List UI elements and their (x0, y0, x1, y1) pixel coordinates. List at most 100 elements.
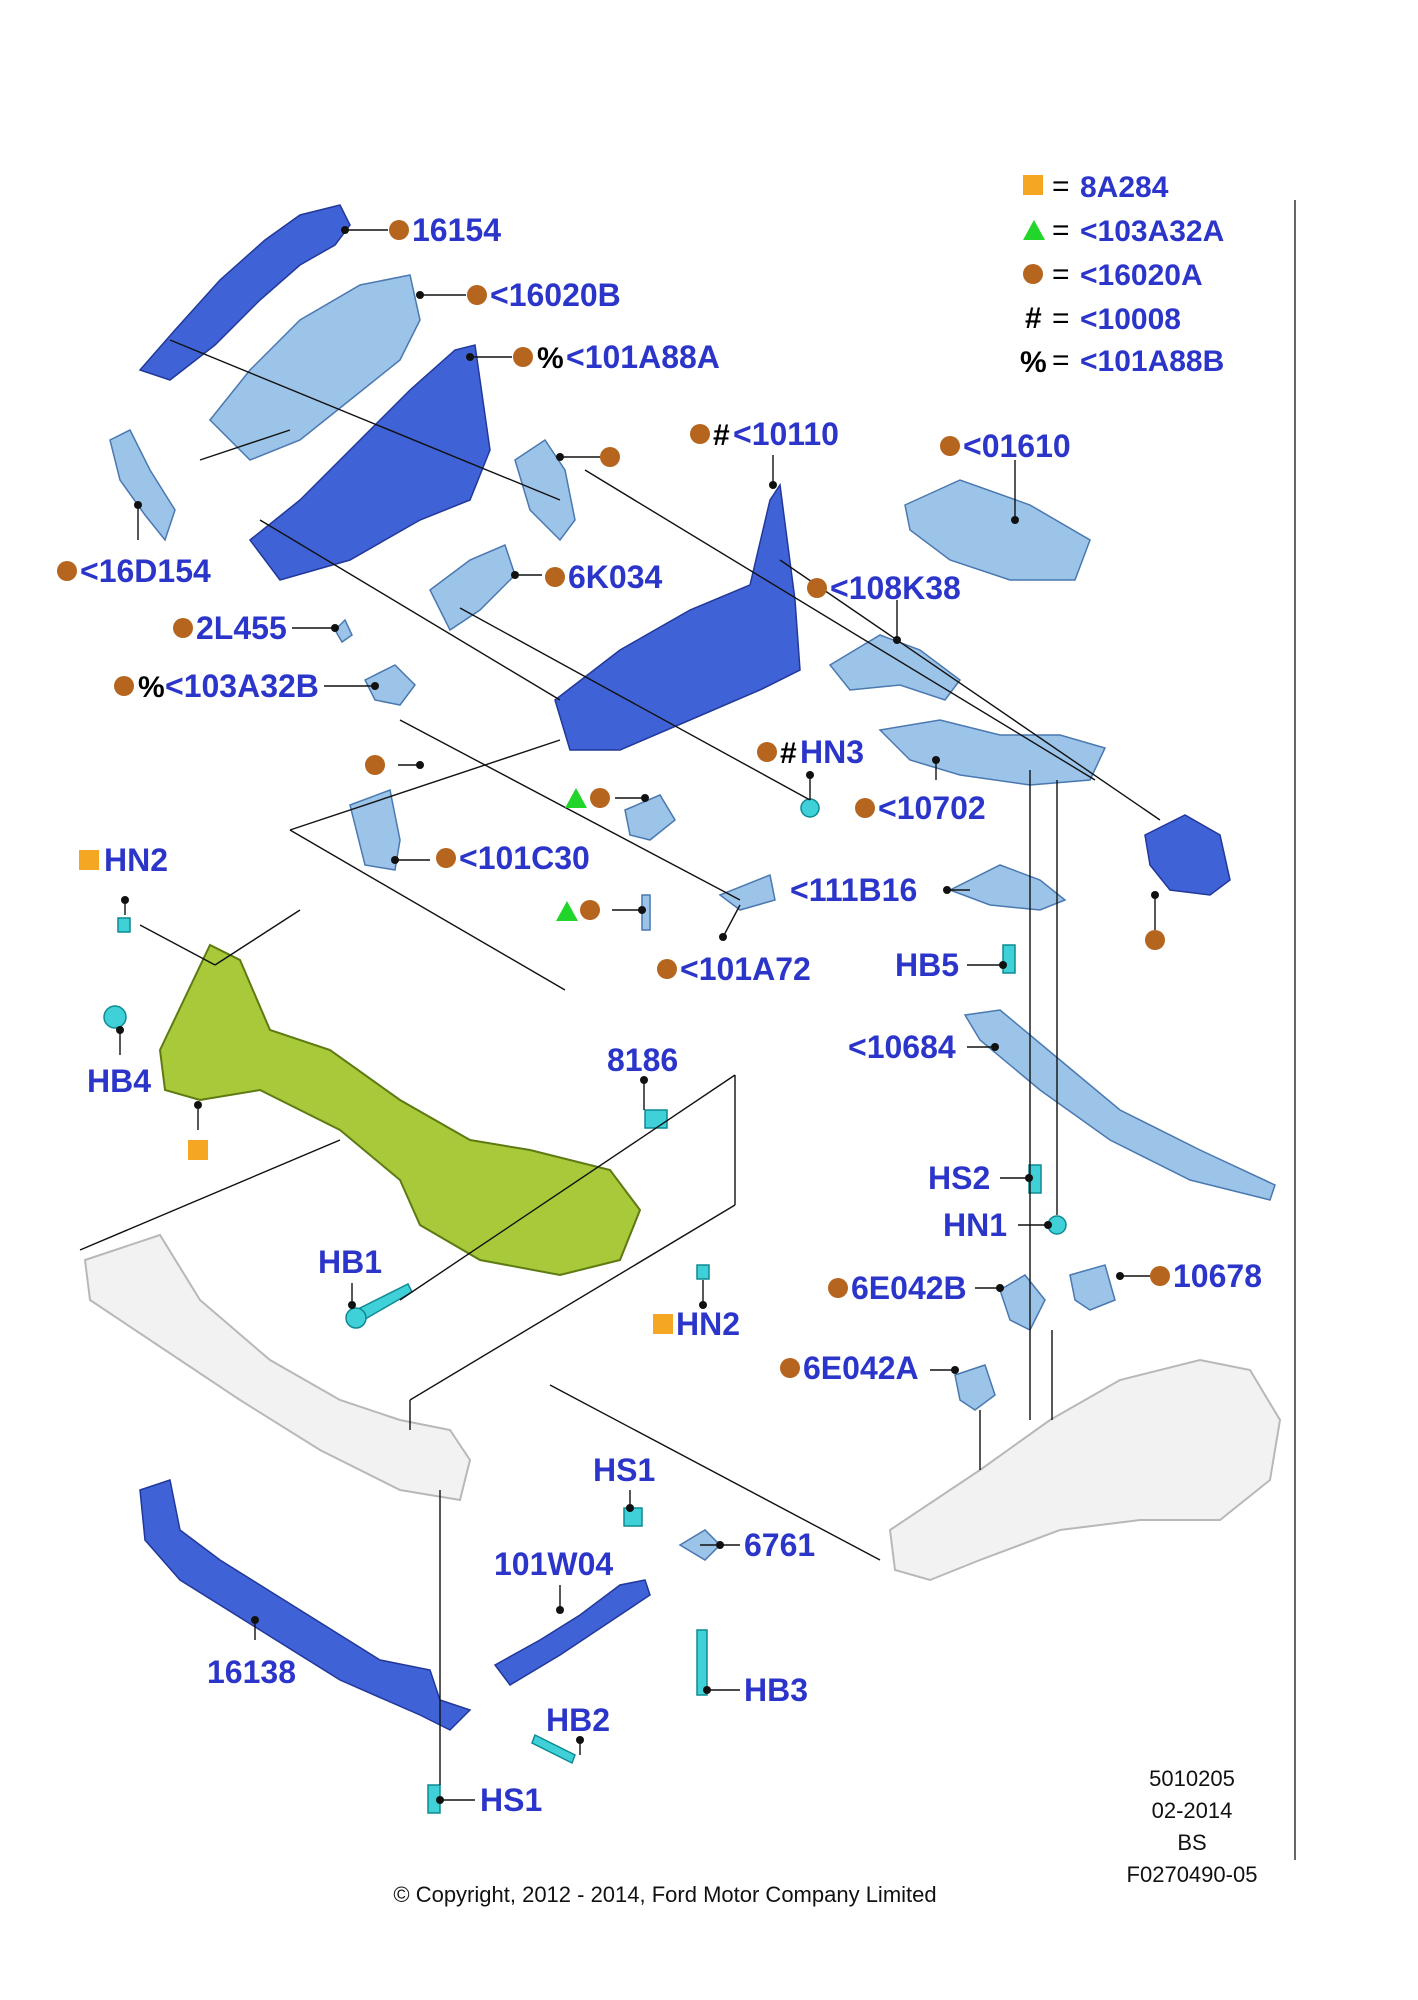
part-10678 (1069, 1264, 1116, 1311)
label-16020B: <16020B (490, 277, 621, 313)
legend-text-101A88B: <101A88B (1080, 345, 1224, 378)
label-HB3: HB3 (744, 1672, 808, 1708)
marker-circle-10678 (1150, 1266, 1170, 1286)
label-10110: <10110 (733, 416, 839, 452)
leader-lines (79, 229, 1161, 1801)
label-101A72: <101A72 (680, 951, 811, 987)
label-103A32B: <103A32B (165, 668, 319, 704)
label-10684: <10684 (848, 1029, 956, 1065)
marker-triangle-bolt (556, 901, 578, 921)
part-labels: 16154 <16020B % <101A88A <16D154 # <1011… (80, 212, 1262, 1818)
callout-markers (57, 220, 1170, 1804)
info-line-3: BS (1177, 1830, 1206, 1855)
info-line-2: 02-2014 (1152, 1798, 1233, 1823)
part-10702 (878, 719, 1107, 786)
fastener-HB2 (531, 1733, 576, 1765)
label-HS2: HS2 (928, 1160, 990, 1196)
label-108K38: <108K38 (830, 570, 961, 606)
label-6E042A: 6E042A (803, 1350, 919, 1386)
marker-circle-108K38 (807, 578, 827, 598)
label-HB4: HB4 (87, 1063, 151, 1099)
marker-square-HN2-low (653, 1314, 673, 1334)
label-16D154: <16D154 (80, 553, 211, 589)
part-16154 (138, 204, 351, 381)
part-bracket-mid (624, 794, 676, 841)
part-6K034 (429, 543, 516, 632)
label-01610: <01610 (963, 428, 1071, 464)
part-bracket-right (1144, 814, 1231, 896)
part-6E042B (999, 1274, 1046, 1332)
part-10110 (554, 482, 801, 751)
percent-symbol-101A88A: % (537, 342, 564, 375)
legend-eq-5: = (1052, 344, 1070, 377)
part-16138 (139, 1479, 472, 1731)
part-bumper-beam (83, 1233, 472, 1502)
part-101C30 (349, 788, 401, 871)
marker-circle-10702 (855, 798, 875, 818)
fastener-HS1-upper (623, 1507, 643, 1527)
hash-symbol-10110: # (713, 419, 730, 452)
legend-hash-icon: # (1025, 302, 1042, 335)
fastener-HB1-head (345, 1307, 367, 1329)
legend-eq-4: = (1052, 302, 1070, 335)
label-HN2-low: HN2 (676, 1306, 740, 1342)
part-103A32B (363, 664, 416, 706)
marker-square-green-carrier (188, 1140, 208, 1160)
legend-text-8A284: 8A284 (1080, 171, 1169, 204)
legend-eq-3: = (1052, 258, 1070, 291)
hash-symbol-HN3: # (780, 737, 797, 770)
part-green-carrier (158, 943, 642, 1277)
label-HS1-lower: HS1 (480, 1782, 542, 1818)
marker-circle-bracket-right (1145, 930, 1165, 950)
parts-illustrations (83, 204, 1282, 1731)
part-101A72 (718, 873, 776, 911)
label-HB5: HB5 (895, 947, 959, 983)
label-6761: 6761 (744, 1527, 815, 1563)
part-6E042A (954, 1364, 996, 1411)
fastener-HN2-low (696, 1264, 710, 1280)
marker-circle-2L455 (173, 618, 193, 638)
marker-circle-6E042B (828, 1278, 848, 1298)
fastener-HN3 (800, 798, 820, 818)
label-2L455: 2L455 (196, 610, 287, 646)
info-line-1: 5010205 (1149, 1766, 1235, 1791)
label-101C30: <101C30 (459, 840, 590, 876)
marker-circle-103A32B (114, 676, 134, 696)
fastener-HN2-top (117, 917, 131, 933)
label-16138: 16138 (207, 1654, 296, 1690)
label-101A88A: <101A88A (566, 339, 720, 375)
fastener-8186 (644, 1109, 668, 1129)
legend-square-icon (1023, 175, 1043, 195)
marker-circle-bolt (580, 900, 600, 920)
legend-text-103A32A: <103A32A (1080, 215, 1224, 248)
part-16020B (208, 274, 421, 461)
label-6E042B: 6E042B (851, 1270, 967, 1306)
fastener-HB5 (1002, 944, 1016, 974)
marker-triangle-mid (565, 788, 587, 808)
label-8186: 8186 (607, 1042, 678, 1078)
label-HN1: HN1 (943, 1207, 1007, 1243)
label-HN2-top: HN2 (104, 842, 168, 878)
marker-circle-16D154 (57, 561, 77, 581)
marker-circle-101A72 (657, 959, 677, 979)
legend-text-16020A: <16020A (1080, 259, 1203, 292)
marker-circle-HN3 (757, 742, 777, 762)
fastener-HB4 (103, 1005, 127, 1029)
legend-triangle-icon (1023, 220, 1045, 240)
part-111B16 (948, 864, 1067, 911)
legend-percent-icon: % (1020, 346, 1047, 379)
marker-square-HN2-top (79, 850, 99, 870)
legend-circle-icon (1023, 264, 1043, 284)
label-HN3: HN3 (800, 734, 864, 770)
part-01610 (904, 479, 1091, 581)
marker-circle-101A88A (513, 347, 533, 367)
marker-circle-bracket-upper (600, 447, 620, 467)
part-101A88A (248, 344, 491, 581)
fasteners (103, 798, 1067, 1814)
part-10684 (963, 1009, 1276, 1201)
part-108K38 (828, 634, 962, 701)
legend-eq-2: = (1052, 214, 1070, 247)
label-6K034: 6K034 (568, 559, 663, 595)
part-right-frame (888, 1358, 1282, 1582)
marker-circle-bracket-101C30 (365, 755, 385, 775)
